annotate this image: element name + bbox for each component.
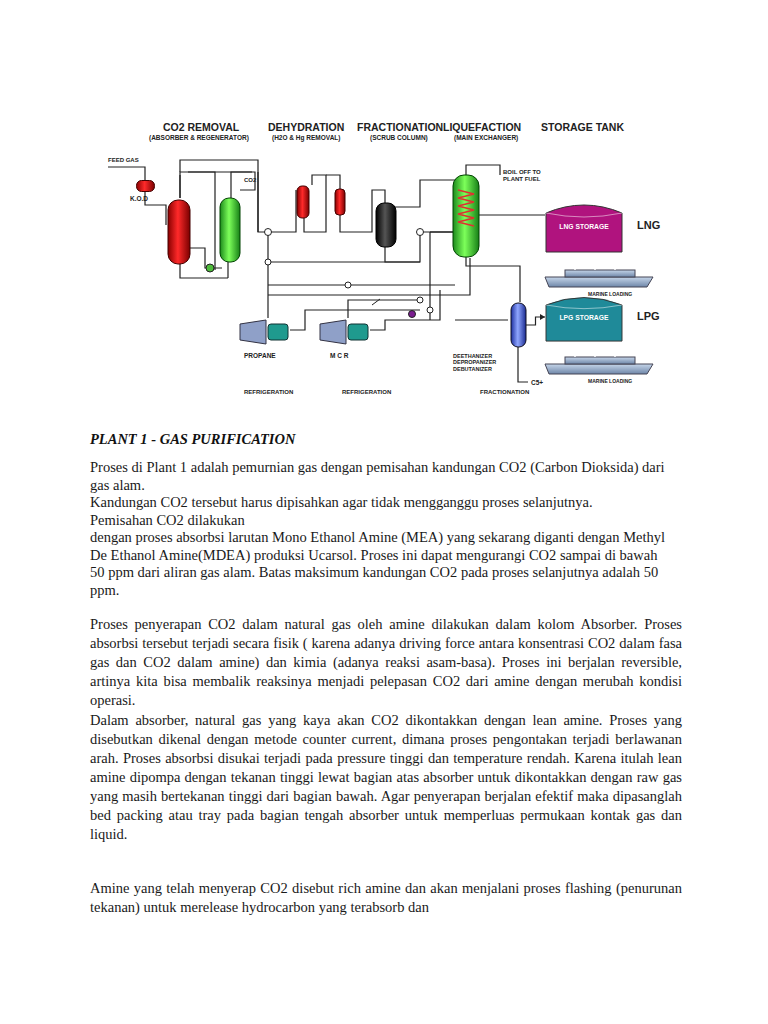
lpg-storage-tank: LPG STORAGELPG — [545, 292, 623, 342]
body-paragraph: Amine yang telah menyerap CO2 disebut ri… — [90, 879, 682, 917]
node-text: LPG STORAGE — [545, 314, 623, 321]
body-paragraph: dengan proses absorbsi larutan Mono Etha… — [90, 529, 675, 599]
mcr-compressor: M C R — [318, 318, 370, 346]
diagram-label: FRACTIONATION — [357, 121, 443, 133]
section-title: PLANT 1 - GAS PURIFICATION — [90, 431, 295, 448]
diagram-label: DEHYDRATION — [268, 121, 344, 133]
diagram-label: BOIL OFF TO PLANT FUEL — [503, 169, 551, 182]
diagram-label: FEED GAS — [108, 157, 139, 163]
node-text: K.O.D — [130, 195, 148, 202]
diagram-label: (SCRUB COLUMN) — [370, 134, 428, 141]
diagram-label: MARINE LOADING — [588, 378, 632, 384]
node-text: LNG STORAGE — [545, 223, 623, 230]
diagram-label: CO2 REMOVAL — [163, 121, 239, 133]
diagram-label: LIQUEFACTION — [443, 121, 521, 133]
node-text: DEETHANIZER DEPROPANIZER DEBUTANIZER — [453, 353, 507, 372]
body-paragraph: Proses penyerapan CO2 dalam natural gas … — [90, 615, 682, 710]
diagram-label: C5+ — [531, 379, 543, 386]
diagram-label: (ABSORBER & REGENERATOR) — [149, 134, 249, 141]
lng-storage-tank: LNG STORAGELNG — [545, 199, 623, 253]
diagram-label: FRACTIONATION — [480, 389, 529, 395]
body-paragraph: Dalam absorber, natural gas yang kaya ak… — [90, 711, 682, 844]
diagram-label: REFRIGERATION — [244, 389, 293, 395]
body-paragraph: Proses di Plant 1 adalah pemurnian gas d… — [90, 459, 670, 494]
body-paragraph: Kandungan CO2 tersebut harus dipisahkan … — [90, 494, 615, 529]
node-text: LPG — [637, 310, 660, 322]
node-text: LNG — [637, 219, 660, 231]
diagram-label: MARINE LOADING — [588, 291, 632, 297]
node-text: M C R — [330, 352, 348, 359]
diagram-label: (MAIN EXCHANGER) — [454, 134, 518, 141]
propane-compressor: PROPANE — [238, 318, 290, 346]
diagram-label: REFRIGERATION — [342, 389, 391, 395]
diagram-label: (H2O & Hg REMOVAL) — [272, 134, 341, 141]
knock-out-drum: K.O.D — [136, 180, 155, 192]
node-text: PROPANE — [244, 352, 276, 359]
fractionation-column: DEETHANIZER DEPROPANIZER DEBUTANIZER — [511, 303, 526, 347]
process-connector — [526, 314, 545, 325]
diagram-label: STORAGE TANK — [541, 121, 624, 133]
diagram-label: CO2 — [244, 177, 256, 183]
